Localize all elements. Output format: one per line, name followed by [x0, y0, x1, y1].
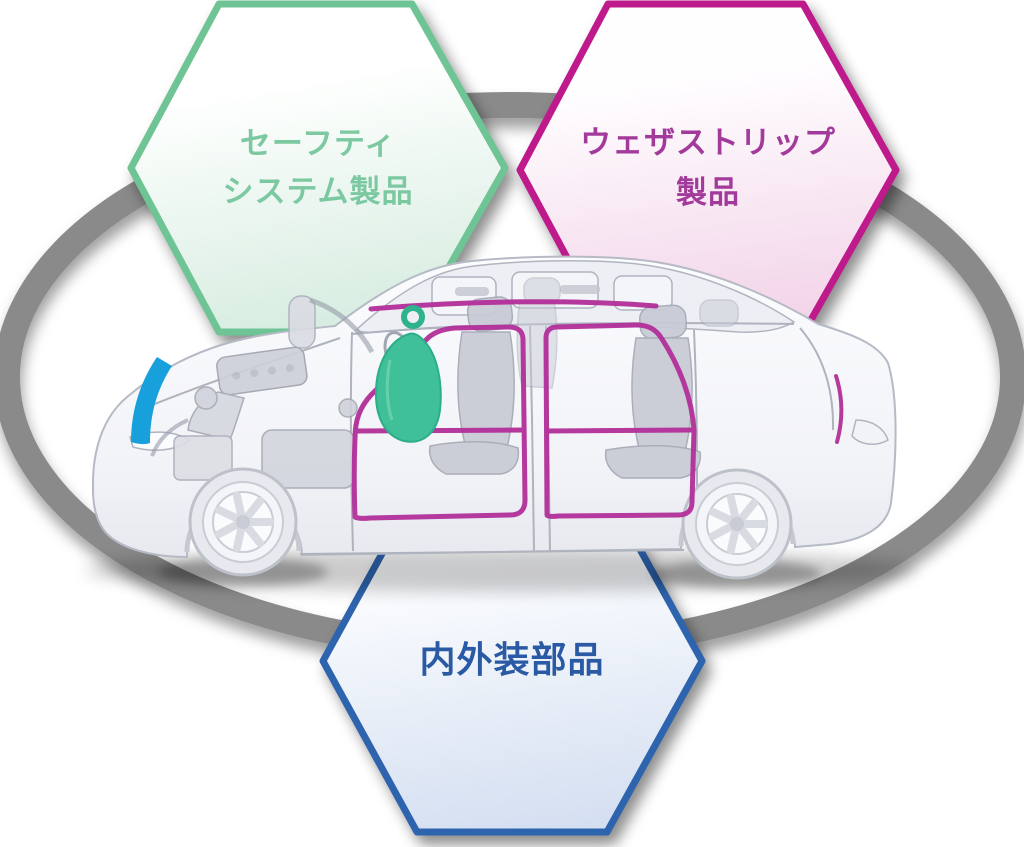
hexagon-blue-border — [319, 486, 706, 836]
hexagon-magenta-border — [516, 0, 900, 338]
hexagon-weatherstrip-products[interactable]: ウェザストリップ 製品 — [516, 0, 900, 338]
hexagon-interior-exterior-parts[interactable]: 内外装部品 — [318, 486, 706, 836]
hexagon-magenta-shape — [516, 0, 900, 338]
hexagon-blue-shape — [319, 486, 706, 836]
hexagon-green-shape — [127, 0, 509, 336]
hexagon-green-border — [127, 0, 509, 336]
hexagon-safety-system-products[interactable]: セーフティ システム製品 — [127, 0, 509, 336]
